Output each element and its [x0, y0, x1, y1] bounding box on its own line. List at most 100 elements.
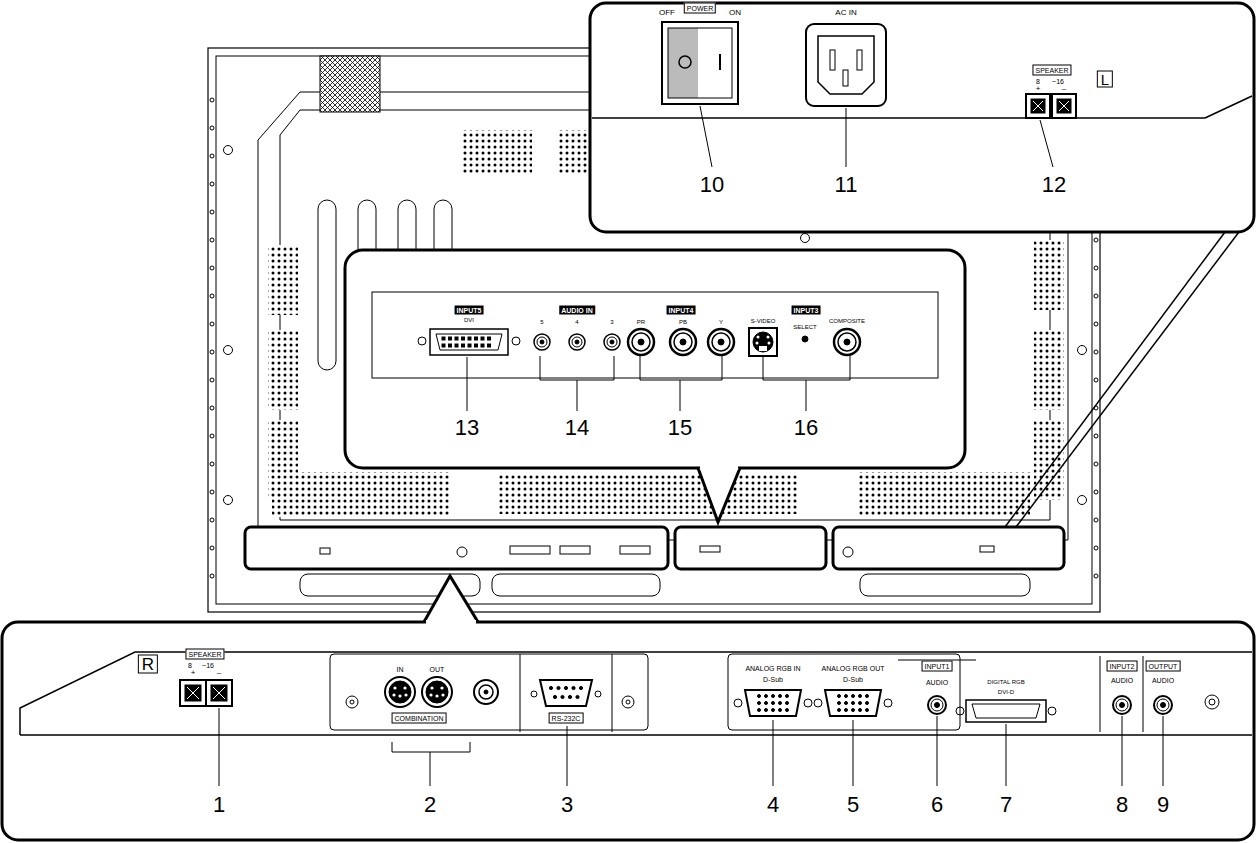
off-symbol [679, 56, 691, 68]
hole [210, 98, 214, 102]
pin [757, 336, 760, 339]
module-plate [330, 654, 648, 730]
hole [632, 333, 650, 351]
port-label: SPEAKER [1032, 65, 1071, 76]
pin [404, 693, 407, 696]
plate-divider [520, 654, 521, 732]
rs232c-port [540, 680, 592, 706]
dvi-d-port [966, 700, 1046, 722]
bracket [763, 356, 850, 411]
hole [680, 339, 686, 345]
callout-number: 8 [1116, 794, 1128, 816]
pin [779, 709, 782, 712]
pin [455, 337, 458, 340]
signal-label: Y [719, 319, 723, 325]
pin [440, 686, 443, 689]
plate-divider [612, 654, 613, 732]
select-switch [802, 336, 808, 342]
pin [553, 695, 556, 698]
switch-shade [668, 28, 698, 98]
hole [210, 434, 214, 438]
hole [210, 378, 214, 382]
dvi-port [430, 329, 508, 355]
callout-number: 5 [847, 794, 859, 816]
pin [786, 695, 789, 698]
d-sub-port [825, 690, 881, 716]
input-label: INPUT2 [1107, 661, 1138, 672]
hole [210, 210, 214, 214]
hole [210, 266, 214, 270]
port-label: COMPOSITE [829, 318, 865, 324]
pin [765, 709, 768, 712]
port-label: AC IN [835, 9, 856, 17]
zoom-inset [590, 3, 1254, 232]
channel-mark: L [1097, 71, 1113, 88]
terminal-strip [245, 527, 668, 569]
module-plate [728, 654, 960, 730]
vent-grille [1034, 420, 1064, 500]
hole [931, 699, 943, 711]
pin [838, 709, 841, 712]
screw [1048, 707, 1056, 715]
hole [575, 340, 579, 344]
pin [403, 686, 406, 689]
polarity-label: – [1062, 85, 1066, 93]
ac-socket [818, 36, 874, 94]
screw [1205, 695, 1219, 709]
hole [389, 681, 411, 703]
hole [210, 154, 214, 158]
pin [772, 702, 775, 705]
pin [462, 337, 465, 340]
power-switch [662, 22, 738, 104]
leader-line [1006, 724, 1007, 786]
pointer-gap [700, 466, 738, 470]
bracket [640, 356, 722, 411]
leader-line [846, 108, 847, 167]
port-label: SELECT [793, 324, 816, 330]
pin [843, 70, 848, 86]
hole [572, 337, 582, 347]
hole [210, 350, 214, 354]
port-label: AUDIO [1111, 677, 1133, 684]
terminal-plate [20, 652, 1252, 735]
callout-number: 4 [767, 794, 779, 816]
mini-din-port [385, 677, 415, 707]
hole [1094, 462, 1098, 466]
port-label: S-VIDEO [751, 318, 776, 324]
port-label: DVI [464, 317, 474, 323]
pin [857, 50, 862, 70]
hole [1094, 546, 1098, 550]
callout-number: 9 [1157, 794, 1169, 816]
inset-pointer [698, 468, 740, 522]
port-label: ANALOG RGB IN [745, 665, 800, 672]
port-label: IN [397, 666, 404, 673]
hole [844, 339, 850, 345]
pin [576, 695, 579, 698]
zoom-line [1005, 232, 1225, 527]
leader-line [937, 716, 938, 786]
hole [210, 406, 214, 410]
hole [1078, 346, 1087, 355]
switch-label: POWER [684, 3, 716, 14]
audio-jack [604, 334, 620, 350]
leader-line [853, 720, 854, 786]
vent-grille [1034, 330, 1064, 410]
polarity-label: + [191, 669, 196, 677]
pin [442, 337, 445, 340]
zoom-inset [345, 250, 965, 468]
pin [765, 695, 768, 698]
foot [860, 574, 1030, 596]
hole [801, 234, 810, 243]
slot [318, 200, 336, 370]
port-label: D-Sub [843, 676, 863, 683]
leader-line [773, 720, 774, 786]
terminal-clip [1031, 99, 1045, 113]
callout-number: 14 [565, 417, 589, 439]
rca-jack [670, 329, 696, 355]
hole [843, 547, 853, 557]
hole [210, 546, 214, 550]
signal-label: PB [679, 319, 687, 325]
pin [845, 702, 848, 705]
speaker-terminal [180, 680, 206, 706]
